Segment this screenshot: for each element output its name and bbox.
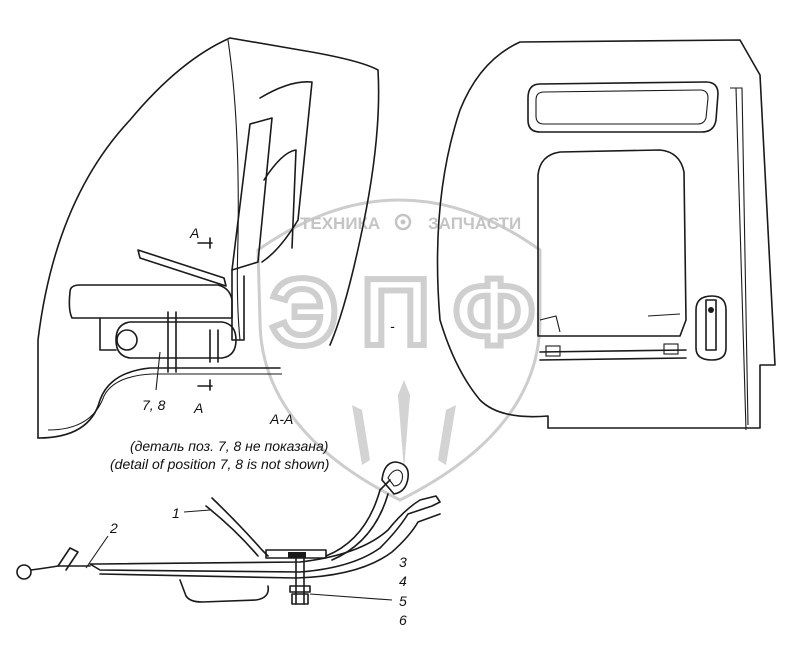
fire-extinguisher-rear <box>695 295 727 361</box>
cab-rear-outline <box>436 39 776 429</box>
floor-recess <box>179 579 270 603</box>
seat-back-middle <box>263 149 297 249</box>
section-mark-lower: A <box>193 379 213 416</box>
floor-panel <box>99 513 441 579</box>
section-title: A-A <box>269 411 293 427</box>
section-detail: 1 2 3 4 5 6 <box>16 461 441 628</box>
position-label-4: 4 <box>399 573 407 589</box>
cab-rear-wall <box>37 37 380 439</box>
seat-cushion <box>68 284 233 319</box>
leader-5 <box>309 593 393 601</box>
note-russian: (деталь поз. 7, 8 не показана) <box>130 438 328 454</box>
leader-2 <box>85 535 109 569</box>
seat-support-post <box>231 269 245 341</box>
cab-floor-inner <box>47 373 282 431</box>
position-label-3: 3 <box>399 554 407 570</box>
leader-1 <box>183 509 211 513</box>
position-label-6: 6 <box>399 612 407 628</box>
watermark: ТЕХНИКА ЗАПЧАСТИ ЭПФ <box>256 198 542 502</box>
fire-extinguisher <box>99 311 237 373</box>
watermark-gear-icon <box>394 213 412 231</box>
section-letter-lower: A <box>193 400 203 416</box>
latch-handle <box>16 547 91 580</box>
bolt-assembly <box>265 549 327 605</box>
callout-leader-7-8 <box>155 351 161 391</box>
small-mark: - <box>390 318 395 334</box>
seat-back-upper <box>259 81 313 263</box>
note-english: (detail of position 7, 8 is not shown) <box>110 456 329 472</box>
watermark-left-word: ТЕХНИКА <box>300 214 380 233</box>
clamp-strap <box>205 497 269 557</box>
bracket-plate <box>89 495 441 573</box>
rail-foot-left <box>545 345 561 357</box>
callout-label-7-8: 7, 8 <box>142 397 166 413</box>
cab-side-view: A A 7, 8 <box>37 37 380 439</box>
cab-rear-edge <box>730 87 749 431</box>
seat-silhouette <box>537 149 687 337</box>
cab-floor <box>37 367 281 439</box>
position-label-5: 5 <box>399 593 407 609</box>
position-label-2: 2 <box>109 520 118 536</box>
watermark-wheat-icon <box>352 380 456 470</box>
cab-rear-view: - A-A <box>269 39 776 431</box>
watermark-right-word: ЗАПЧАСТИ <box>428 214 521 233</box>
position-label-1: 1 <box>172 505 180 521</box>
watermark-monogram: ЭПФ <box>270 259 535 366</box>
section-mark-upper: A <box>189 225 213 249</box>
watermark-shield-outline <box>256 198 542 502</box>
rail-foot-right <box>663 343 679 355</box>
clamp-loop <box>381 461 410 495</box>
seat-back-panel <box>231 117 273 271</box>
seat-headrest <box>539 313 681 333</box>
clamp-strap-right <box>325 479 391 561</box>
rear-window-inner <box>535 89 709 125</box>
bunk-arm <box>137 249 227 287</box>
section-letter-upper: A <box>189 225 199 241</box>
rear-window <box>527 81 719 133</box>
floor-rail <box>539 349 687 361</box>
